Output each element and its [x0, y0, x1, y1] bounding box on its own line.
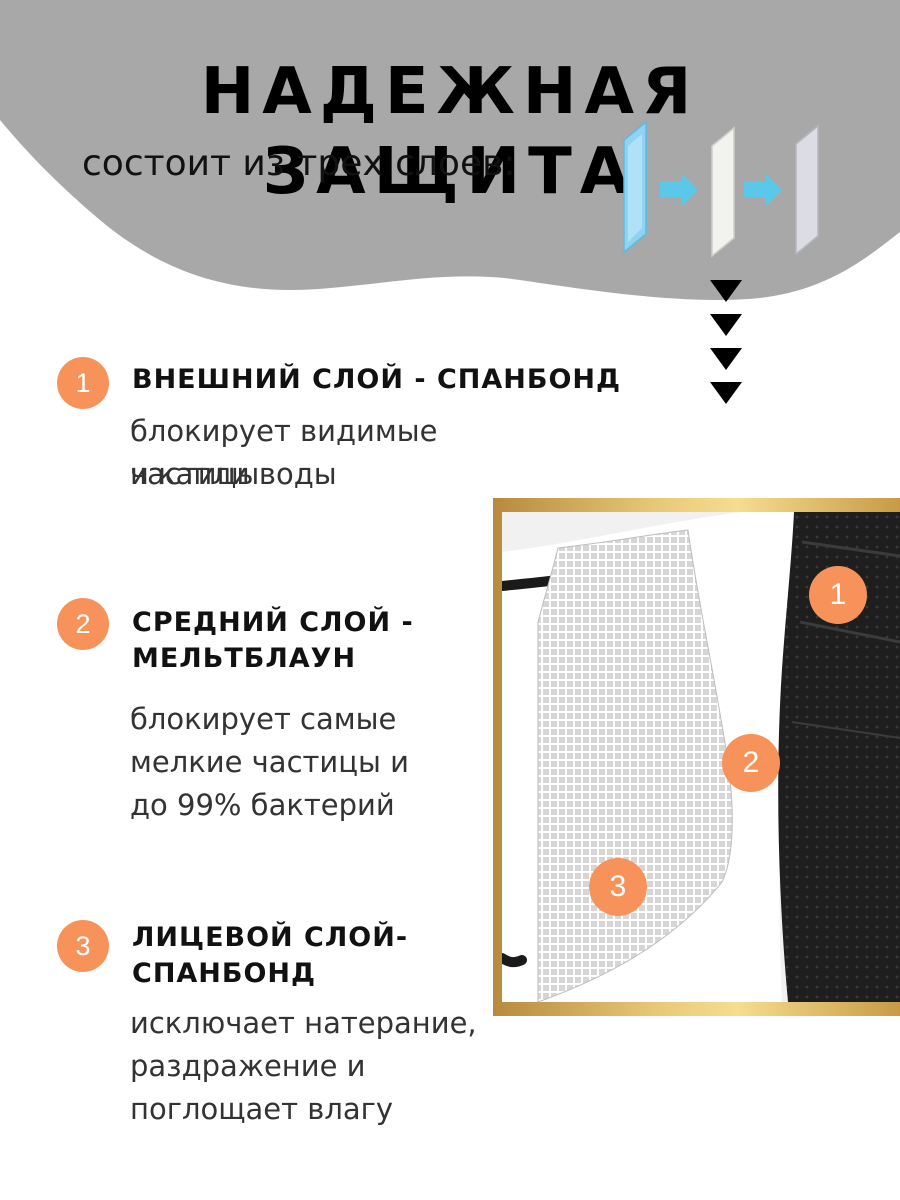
mask-photo-frame: 1 2 3: [493, 498, 900, 1016]
item-3-heading-line-2: СПАНБОНД: [132, 958, 317, 989]
page-title: НАДЕЖНАЯ ЗАЩИТА: [200, 55, 700, 209]
item-3-description-line-2: раздражение и: [130, 1049, 366, 1083]
mask-layers-photo: 1 2 3: [502, 512, 900, 1002]
number-badge-1: 1: [57, 357, 109, 409]
item-2-heading-line-2: МЕЛЬТБЛАУН: [132, 643, 357, 674]
item-2-description-line-3: до 99% бактерий: [130, 788, 395, 822]
item-1-description-line-1: блокирует видимые частицы: [130, 414, 438, 491]
item-2-description-line-2: мелкие частицы и: [130, 745, 409, 779]
item-1-description-line-2: и капли воды: [130, 457, 337, 491]
page-subtitle: состоит из трех слоев:: [82, 143, 516, 184]
item-2-description-line-1: блокирует самые: [130, 702, 397, 736]
item-3-heading-line-1: ЛИЦЕВОЙ СЛОЙ-: [132, 922, 409, 953]
arrow-right-icon: [660, 174, 698, 206]
white-layer-icon: [711, 126, 735, 258]
header-background: [0, 0, 900, 300]
item-3-description-line-3: поглощает влагу: [130, 1092, 394, 1126]
down-arrows-icon: [710, 280, 742, 404]
gray-layer-icon: [795, 124, 819, 256]
number-badge-3: 3: [57, 920, 109, 972]
arrow-right-icon: [744, 174, 782, 206]
photo-badge-2: 2: [722, 734, 780, 792]
photo-badge-3: 3: [589, 858, 647, 916]
three-layers-illustration: [623, 120, 819, 258]
photo-badge-1: 1: [809, 566, 867, 624]
item-3-description-line-1: исключает натерание,: [130, 1006, 477, 1040]
number-badge-2: 2: [57, 598, 109, 650]
item-2-heading-line-1: СРЕДНИЙ СЛОЙ -: [132, 607, 414, 638]
item-1-heading: ВНЕШНИЙ СЛОЙ - СПАНБОНД: [132, 364, 622, 395]
blue-layer-icon: [623, 120, 647, 254]
